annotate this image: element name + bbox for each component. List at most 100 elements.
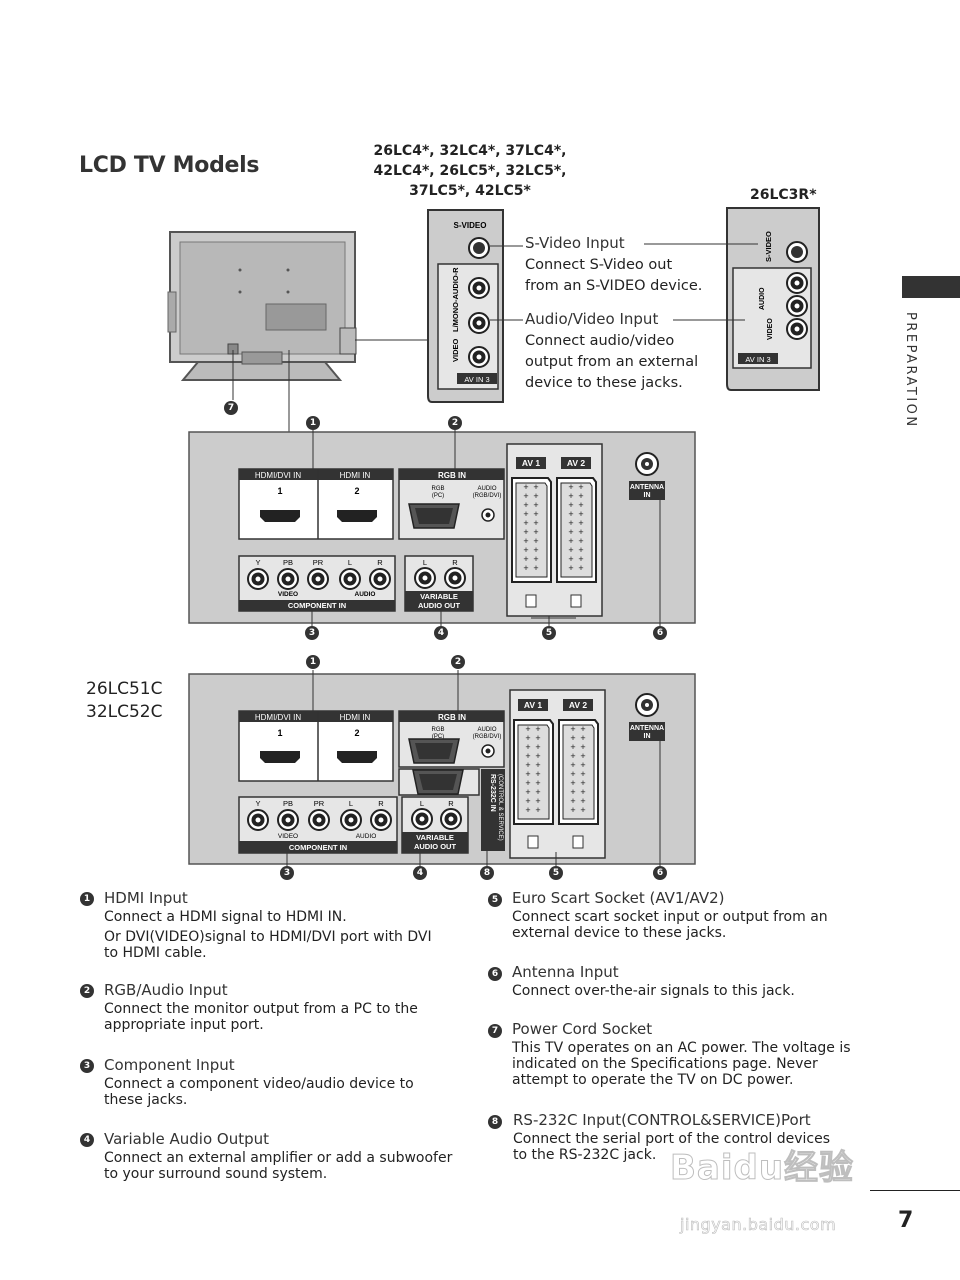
watermark-logo: Baidu经验 (669, 1148, 855, 1189)
svg-text:1: 1 (277, 728, 282, 738)
scart-pin: + (523, 563, 528, 573)
scart-pin: + (578, 491, 583, 501)
model-26lc3r: 26LC3R* (750, 187, 817, 203)
scart-pin: + (570, 769, 575, 779)
scart-pin: + (580, 733, 585, 743)
callout-av-input: Audio/Video Input Connect audio/video ou… (525, 310, 699, 391)
scart-pin: + (580, 805, 585, 815)
page-number: 7 (898, 1208, 914, 1233)
svg-text:VIDEO: VIDEO (278, 833, 298, 840)
svg-text:AV 1: AV 1 (524, 700, 543, 710)
scart-pin: + (523, 545, 528, 555)
svg-text:AUDIO: AUDIO (356, 833, 377, 840)
svg-text:L/MONO-AUDIO-R: L/MONO-AUDIO-R (451, 267, 460, 332)
legend-right: 5 Euro Scart Socket (AV1/AV2) Connect sc… (488, 890, 858, 1163)
svg-text:VIDEO: VIDEO (451, 338, 460, 362)
scart-pin: + (570, 760, 575, 770)
badge-3: 3 (305, 626, 319, 640)
scart-pin: + (523, 482, 528, 492)
scart-pin: + (570, 751, 575, 761)
scart-pin: + (535, 787, 540, 797)
scart-pin: + (568, 491, 573, 501)
svg-text:PR: PR (314, 799, 325, 808)
svg-text:AUDIO OUT: AUDIO OUT (418, 601, 461, 610)
scart-pin: + (568, 509, 573, 519)
legend-item-component: 3 Component Input Connect a component vi… (80, 1057, 460, 1131)
svg-text:HDMI/DVI IN: HDMI/DVI IN (255, 713, 301, 722)
side-panel-av-in3: S-VIDEO VIDEO L/MONO-AUDIO-R AV IN 3 (427, 209, 504, 403)
scart-pin: + (570, 805, 575, 815)
badge-6b: 6 (653, 866, 667, 880)
scart-pin: + (570, 787, 575, 797)
svg-text:AUDIO: AUDIO (759, 287, 766, 310)
scart-pin: + (578, 518, 583, 528)
scart-pin: + (523, 554, 528, 564)
svg-text:RGB: RGB (431, 727, 444, 733)
scart-pin: + (578, 509, 583, 519)
legend-left: 1 HDMI Input Connect a HDMI signal to HD… (80, 890, 460, 1182)
badge-2: 2 (448, 416, 462, 430)
scart-pin: + (525, 778, 530, 788)
scart-pin: + (523, 509, 528, 519)
svg-text:VARIABLE: VARIABLE (416, 833, 454, 842)
svg-text:R: R (377, 558, 383, 567)
rear-panel-rs232c: HDMI/DVI IN HDMI IN 1 2 RGB IN RGB (PC) … (188, 670, 696, 866)
section-tab (902, 276, 960, 298)
scart-pin: + (533, 491, 538, 501)
svg-text:AUDIO: AUDIO (355, 591, 376, 598)
scart-pin: + (525, 769, 530, 779)
svg-text:COMPONENT IN: COMPONENT IN (288, 601, 346, 610)
svg-text:Y: Y (255, 558, 260, 567)
svg-text:RGB: RGB (431, 486, 444, 492)
scart-pin: + (535, 724, 540, 734)
svideo-label: S-VIDEO (454, 221, 487, 230)
badge-4: 4 (434, 626, 448, 640)
scart-pin: + (535, 796, 540, 806)
svg-text:1: 1 (277, 486, 282, 496)
legend-item-variable-audio: 4 Variable Audio Output Connect an exter… (80, 1131, 460, 1182)
rear-panel-standard: HDMI/DVI IN HDMI IN 1 2 RGB IN RGB (PC) … (188, 430, 696, 626)
scart-pin: + (533, 536, 538, 546)
legend-item-rs232c: 8 RS-232C Input(CONTROL&SERVICE)Port Con… (488, 1112, 858, 1163)
svg-text:RGB IN: RGB IN (438, 471, 466, 480)
badge-7: 7 (224, 401, 238, 415)
scart-pin: + (523, 536, 528, 546)
scart-pin: + (523, 500, 528, 510)
svg-text:HDMI/DVI IN: HDMI/DVI IN (255, 471, 301, 480)
scart-pin: + (535, 778, 540, 788)
svg-text:AUDIO: AUDIO (477, 727, 496, 733)
badge-5b: 5 (549, 866, 563, 880)
svg-text:R: R (378, 799, 384, 808)
svg-text:PR: PR (313, 558, 324, 567)
connection-diagram: S-VIDEO VIDEO L/MONO-AUDIO-R AV IN 3 S-V… (167, 207, 820, 866)
svg-text:2: 2 (354, 728, 359, 738)
svg-text:ANTENNA: ANTENNA (630, 484, 664, 491)
svg-text:S-VIDEO: S-VIDEO (764, 231, 773, 262)
scart-pin: + (580, 796, 585, 806)
scart-pin: + (535, 733, 540, 743)
scart-pin: + (523, 491, 528, 501)
scart-pin: + (525, 751, 530, 761)
scart-pin: + (578, 536, 583, 546)
svg-text:L: L (348, 558, 352, 567)
svg-text:IN: IN (644, 733, 651, 740)
svg-text:AV IN 3: AV IN 3 (745, 355, 770, 364)
scart-pin: + (578, 527, 583, 537)
badge-1: 1 (306, 416, 320, 430)
scart-pin: + (535, 751, 540, 761)
scart-pin: + (580, 787, 585, 797)
svg-text:(PC): (PC) (432, 493, 444, 499)
svg-text:PB: PB (283, 799, 293, 808)
svg-text:(PC): (PC) (432, 734, 444, 740)
scart-pin: + (535, 742, 540, 752)
svg-text:L: L (420, 799, 424, 808)
side-panel-26lc3r: S-VIDEO VIDEO AUDIO AV IN 3 (726, 207, 820, 391)
callout-svideo: S-Video Input Connect S-Video out from a… (525, 234, 703, 294)
scart-pin: + (578, 554, 583, 564)
scart-pin: + (525, 787, 530, 797)
scart-pin: + (580, 742, 585, 752)
svg-text:R: R (448, 799, 454, 808)
svg-text:L: L (423, 558, 427, 567)
legend-item-rgb: 2 RGB/Audio Input Connect the monitor ou… (80, 982, 460, 1057)
badge-1b: 1 (306, 655, 320, 669)
